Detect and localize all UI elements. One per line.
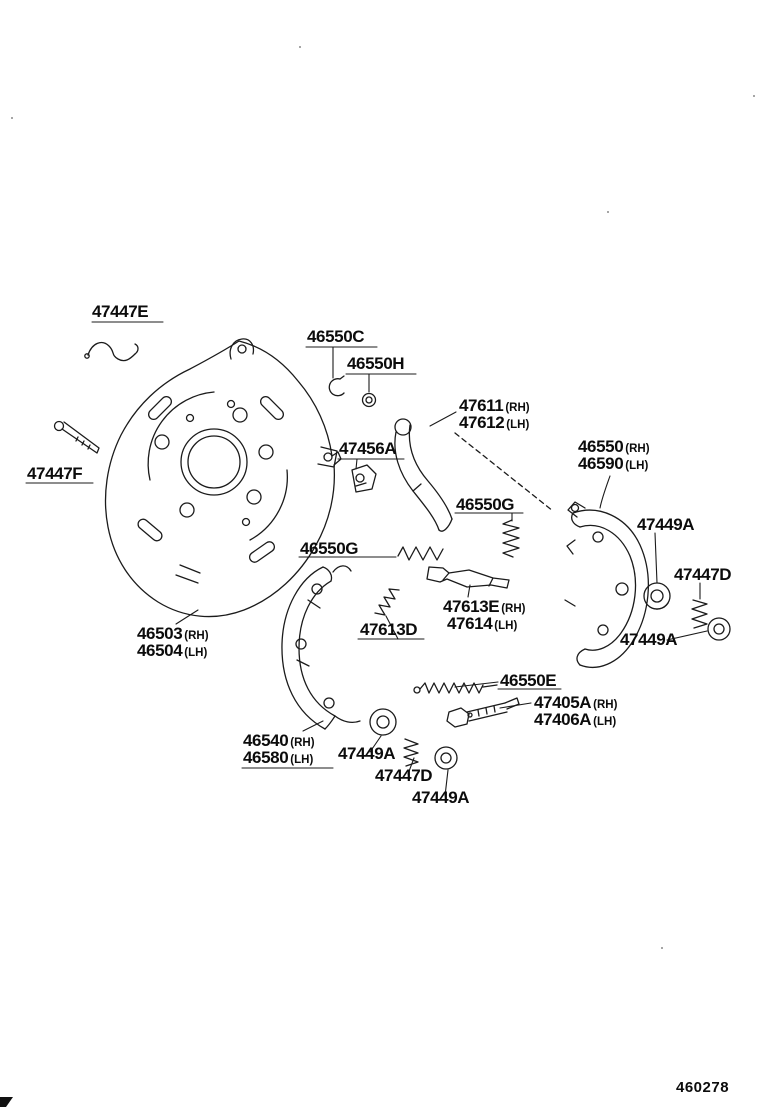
part-label-47405A: 47405A(RH) bbox=[534, 693, 618, 712]
bolt-47447F bbox=[53, 420, 100, 454]
spring-46550E bbox=[413, 682, 498, 694]
spring-47613D bbox=[374, 588, 400, 616]
part-label-47449A-2: 47449A bbox=[620, 630, 678, 649]
part-label-46550G-right: 46550G bbox=[456, 495, 515, 514]
part-label-47447E: 47447E bbox=[92, 302, 149, 321]
spring-47447D-right bbox=[691, 599, 708, 629]
corner-artifact bbox=[0, 1097, 13, 1107]
part-label-47447D-right: 47447D bbox=[674, 565, 732, 584]
part-label-46550E: 46550E bbox=[500, 671, 557, 690]
part-label-46550: 46550(RH) bbox=[578, 437, 650, 456]
wire-clip-47447E bbox=[84, 341, 139, 362]
washer-47449A-bottom bbox=[434, 746, 458, 770]
part-label-47612: 47612(LH) bbox=[459, 413, 530, 432]
part-label-47613D: 47613D bbox=[360, 620, 418, 639]
spring-47447D-bottom bbox=[403, 738, 419, 767]
part-label-47449A-4: 47449A bbox=[412, 788, 470, 807]
part-label-47614: 47614(LH) bbox=[447, 614, 518, 633]
part-label-47406A: 47406A(LH) bbox=[534, 710, 617, 729]
part-label-47613E: 47613E(RH) bbox=[443, 597, 526, 616]
c-clip-46550C bbox=[328, 375, 345, 397]
assembly-dashed-line bbox=[454, 432, 554, 512]
figure-number: 460278 bbox=[676, 1079, 730, 1096]
part-label-46504: 46504(LH) bbox=[137, 641, 208, 660]
part-label-46550G-left: 46550G bbox=[300, 539, 359, 558]
spring-46550G-left bbox=[397, 546, 444, 561]
part-label-47456A: 47456A bbox=[339, 439, 397, 458]
spring-46550G-right bbox=[502, 519, 520, 558]
part-label-46550C: 46550C bbox=[307, 327, 365, 346]
part-label-46590: 46590(LH) bbox=[578, 454, 649, 473]
part-label-46550H: 46550H bbox=[347, 354, 405, 373]
part-label-47447F: 47447F bbox=[27, 464, 83, 483]
part-label-47611: 47611(RH) bbox=[459, 396, 530, 415]
nut-47449A-right-lower bbox=[707, 617, 731, 641]
adjuster-47405A bbox=[446, 697, 520, 728]
part-label-46503: 46503(RH) bbox=[137, 624, 209, 643]
part-label-47447D-bottom: 47447D bbox=[375, 766, 433, 785]
clip-47456A bbox=[351, 464, 377, 493]
strut-47613E bbox=[426, 566, 510, 589]
scan-artifacts bbox=[11, 46, 755, 949]
part-label-46580: 46580(LH) bbox=[243, 748, 314, 767]
part-label-47449A-3: 47449A bbox=[338, 744, 396, 763]
part-label-46540: 46540(RH) bbox=[243, 731, 315, 750]
leader-lines bbox=[25, 321, 708, 797]
washer-46550H bbox=[361, 392, 377, 408]
nut-47449A-bottom-left bbox=[369, 708, 397, 736]
backing-plate-46503 bbox=[104, 338, 342, 618]
shoe-46550 bbox=[564, 501, 649, 669]
lever-47611 bbox=[394, 418, 453, 532]
part-label-47449A-1: 47449A bbox=[637, 515, 695, 534]
shoe-46540 bbox=[281, 565, 361, 730]
